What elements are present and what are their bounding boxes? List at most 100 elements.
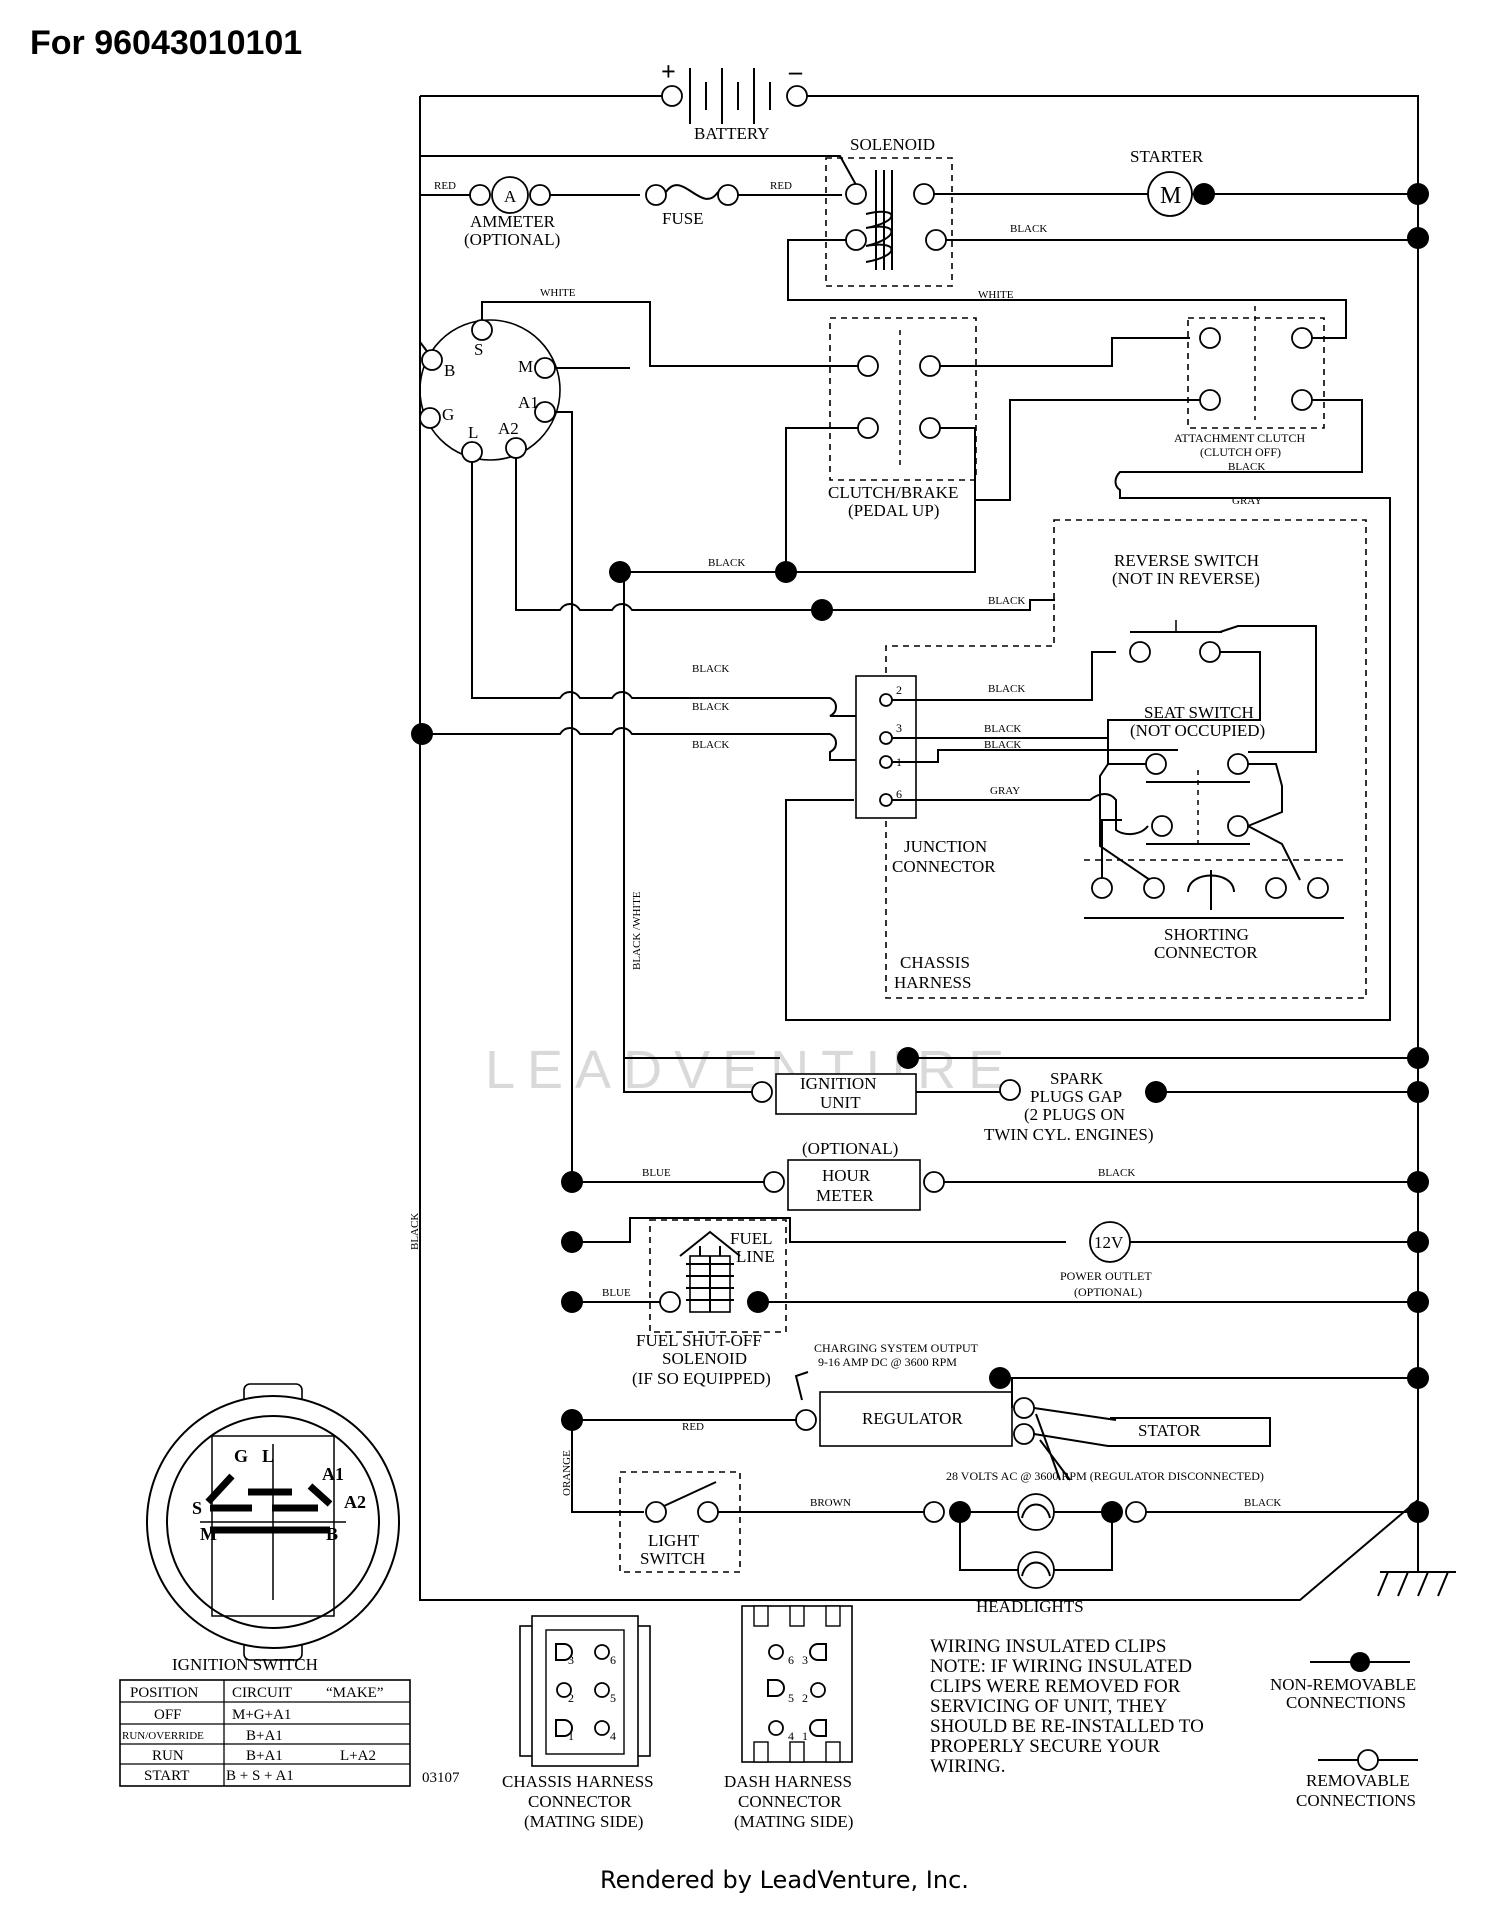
- clutch-brake-note: (PEDAL UP): [848, 501, 939, 520]
- face-label-m: M: [200, 1524, 217, 1544]
- chassis-harness-label-2: HARNESS: [894, 973, 971, 992]
- wire-label-white-left: WHITE: [540, 287, 576, 299]
- spark-label-4: TWIN CYL. ENGINES): [984, 1125, 1154, 1144]
- solenoid-label: SOLENOID: [850, 135, 935, 154]
- dash-pin-3: 3: [802, 1653, 808, 1667]
- headlights-label: HEADLIGHTS: [976, 1597, 1084, 1616]
- hour-meter-label-1: HOUR: [822, 1166, 871, 1185]
- wire-label-black-white: BLACK /WHITE: [631, 891, 643, 970]
- hour-meter-label-2: METER: [816, 1186, 874, 1205]
- table-header-position: POSITION: [130, 1685, 199, 1701]
- wire-label-black-4: BLACK: [692, 739, 729, 751]
- wire-label-black-hm: BLACK: [1098, 1167, 1135, 1179]
- wire-label-brown: BROWN: [810, 1497, 851, 1509]
- ignition-switch-title: IGNITION SWITCH: [172, 1655, 318, 1674]
- wire-label-red-reg: RED: [682, 1421, 704, 1433]
- hour-meter: [787, 1159, 921, 1211]
- dash-harness-connector: 6 3 5 2 4 1: [741, 1605, 853, 1763]
- fuse: FUSE: [645, 184, 739, 228]
- chassis-connector-label-2: CONNECTOR: [528, 1792, 632, 1811]
- light-switch-label-1: LIGHT: [648, 1531, 700, 1550]
- ignition-switch-face: G L A1 S A2 M B: [146, 1383, 400, 1661]
- chassis-connector-label-1: CHASSIS HARNESS: [502, 1772, 654, 1791]
- terminal-a2-label: A2: [498, 419, 519, 438]
- chassis-pin-3: 3: [568, 1653, 574, 1667]
- battery-label: BATTERY: [694, 124, 770, 143]
- spark-label-1: SPARK: [1050, 1069, 1104, 1088]
- wire-label-black-1: BLACK: [708, 557, 745, 569]
- clips-note: WIRING INSULATED CLIPS NOTE: IF WIRING I…: [930, 1636, 1204, 1777]
- battery: + – BATTERY: [420, 57, 808, 143]
- table-row-run-make: L+A2: [340, 1748, 376, 1764]
- ignition-unit-label-2: UNIT: [820, 1093, 861, 1112]
- table-row-start-position: START: [144, 1768, 189, 1784]
- table-row-off-circuit: M+G+A1: [232, 1707, 291, 1723]
- wire-label-gray-top: GRAY: [1232, 495, 1262, 507]
- dash-pin-5: 5: [788, 1691, 794, 1705]
- note-line-2: NOTE: IF WIRING INSULATED: [930, 1656, 1192, 1677]
- junction-label-1: JUNCTION: [904, 837, 987, 856]
- spark-label-3: (2 PLUGS ON: [1024, 1105, 1125, 1124]
- attachment-clutch-note: (CLUTCH OFF): [1200, 445, 1281, 459]
- ignition-switch-table: POSITION CIRCUIT “MAKE” OFF M+G+A1 RUN/O…: [119, 1679, 411, 1787]
- note-line-3: CLIPS WERE REMOVED FOR: [930, 1676, 1181, 1697]
- junction-connector: 2 3 1 6 JUNCTION CONNECTOR: [855, 675, 996, 876]
- footer-credit: Rendered by LeadVenture, Inc.: [600, 1866, 969, 1894]
- stator-volts-label: 28 VOLTS AC @ 3600 RPM (REGULATOR DISCON…: [946, 1469, 1264, 1483]
- ammeter-note: (OPTIONAL): [464, 230, 560, 249]
- reverse-switch: REVERSE SWITCH (NOT IN REVERSE): [1107, 551, 1261, 740]
- note-line-1: WIRING INSULATED CLIPS: [930, 1636, 1166, 1657]
- clutch-brake-switch: CLUTCH/BRAKE (PEDAL UP): [828, 317, 977, 520]
- fuel-solenoid-label-2: SOLENOID: [662, 1349, 747, 1368]
- note-line-6: PROPERLY SECURE YOUR: [930, 1736, 1160, 1757]
- spark-label-2: PLUGS GAP: [1030, 1087, 1122, 1106]
- wire-label-black-2: BLACK: [692, 663, 729, 675]
- table-row-start-circuit: B + S + A1: [226, 1768, 294, 1784]
- terminal-g-label: G: [442, 405, 454, 424]
- shorting-connector: SHORTING CONNECTOR: [1084, 859, 1344, 962]
- light-switch: LIGHT SWITCH: [619, 1471, 741, 1573]
- attachment-clutch-switch: ATTACHMENT CLUTCH (CLUTCH OFF): [1174, 306, 1325, 459]
- fuel-line-label-1: FUEL: [730, 1229, 773, 1248]
- chassis-pin-4: 4: [610, 1729, 616, 1743]
- wire-label-blue-2: BLUE: [602, 1287, 631, 1299]
- table-row-runoverride-position: RUN/OVERRIDE: [122, 1730, 204, 1742]
- table-row-run-circuit: B+A1: [246, 1748, 283, 1764]
- legend: NON-REMOVABLE CONNECTIONS REMOVABLE CONN…: [1270, 1652, 1418, 1810]
- note-line-4: SERVICING OF UNIT, THEY: [930, 1696, 1168, 1717]
- wire-label-black-3: BLACK: [692, 701, 729, 713]
- wire-label-black-vert: BLACK: [409, 1213, 421, 1250]
- dash-pin-2: 2: [802, 1691, 808, 1705]
- table-row-off-position: OFF: [154, 1707, 182, 1723]
- chassis-pin-1: 1: [568, 1729, 574, 1743]
- ground-symbol: [1377, 1512, 1456, 1597]
- wire-label-red-2: RED: [770, 180, 792, 192]
- solenoid: SOLENOID: [825, 135, 953, 287]
- terminal-m-label: M: [518, 357, 533, 376]
- attachment-clutch-label: ATTACHMENT CLUTCH: [1174, 431, 1305, 445]
- chassis-pin-6: 6: [610, 1653, 616, 1667]
- battery-plus-label: +: [661, 57, 676, 86]
- wire-label-black-j2: BLACK: [988, 683, 1025, 695]
- headlights: HEADLIGHTS: [976, 1493, 1084, 1616]
- table-header-make: “MAKE”: [326, 1685, 383, 1701]
- dash-connector-label-1: DASH HARNESS: [724, 1772, 852, 1791]
- legend-removable-dot: [1357, 1749, 1379, 1771]
- face-label-l: L: [262, 1446, 274, 1466]
- note-line-7: WIRING.: [930, 1756, 1005, 1777]
- face-label-b: B: [326, 1524, 338, 1544]
- chassis-harness-connector: 3 6 2 5 1 4: [519, 1615, 651, 1767]
- legend-removable-2: CONNECTIONS: [1296, 1791, 1416, 1810]
- seat-switch-label: SEAT SWITCH: [1144, 703, 1254, 722]
- fuel-line-label-2: LINE: [736, 1247, 775, 1266]
- face-label-a1: A1: [322, 1464, 344, 1484]
- charging-label-1: CHARGING SYSTEM OUTPUT: [814, 1341, 979, 1355]
- starter: M STARTER: [1130, 147, 1204, 217]
- ammeter-symbol: A: [504, 187, 517, 206]
- clutch-brake-label: CLUTCH/BRAKE: [828, 483, 958, 502]
- ignition-unit: [775, 1073, 917, 1115]
- legend-non-removable-dot: [1350, 1652, 1370, 1672]
- power-outlet: 12V POWER OUTLET (OPTIONAL): [1060, 1221, 1152, 1299]
- dash-pin-4: 4: [788, 1729, 794, 1743]
